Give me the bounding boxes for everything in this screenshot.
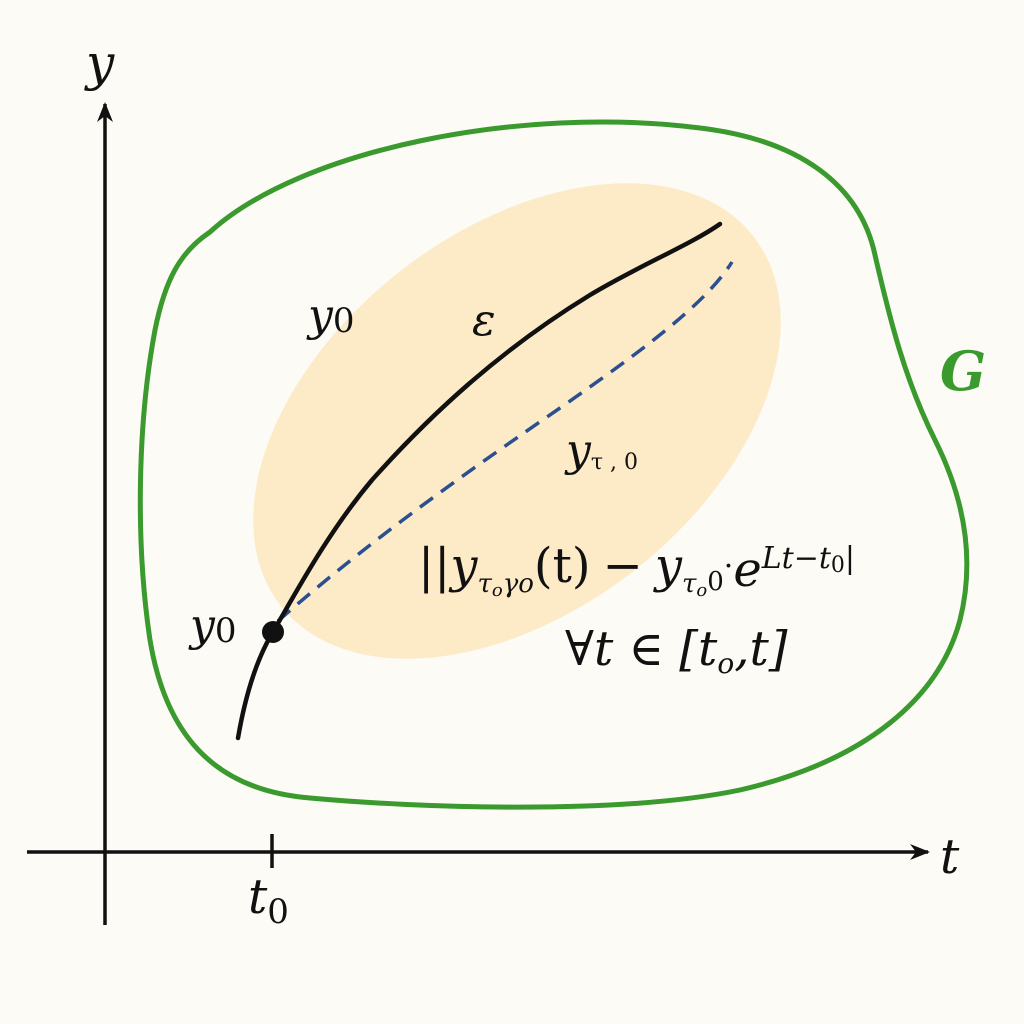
approx-solution-label: yτ , 0 [564, 425, 638, 476]
initial-point [262, 621, 284, 643]
y-axis-label: y [84, 34, 115, 92]
estimate-formula: ||yτoγo(t)−yτo0·eLt−t0| [418, 538, 855, 601]
estimate-quantifier: ∀t ∈ [to,t] [565, 621, 788, 680]
domain-g-boundary [137, 119, 970, 810]
epsilon-label: ε [472, 295, 496, 346]
start-y0-label: y0 [188, 600, 237, 651]
t-axis-label: t [940, 829, 960, 885]
approximate-solution-curve [276, 261, 734, 623]
t0-tick-label: t0 [248, 869, 289, 932]
neighborhood-ellipse [253, 183, 781, 659]
upper-y0-label: y0 [306, 290, 355, 341]
domain-label: G [940, 339, 986, 403]
